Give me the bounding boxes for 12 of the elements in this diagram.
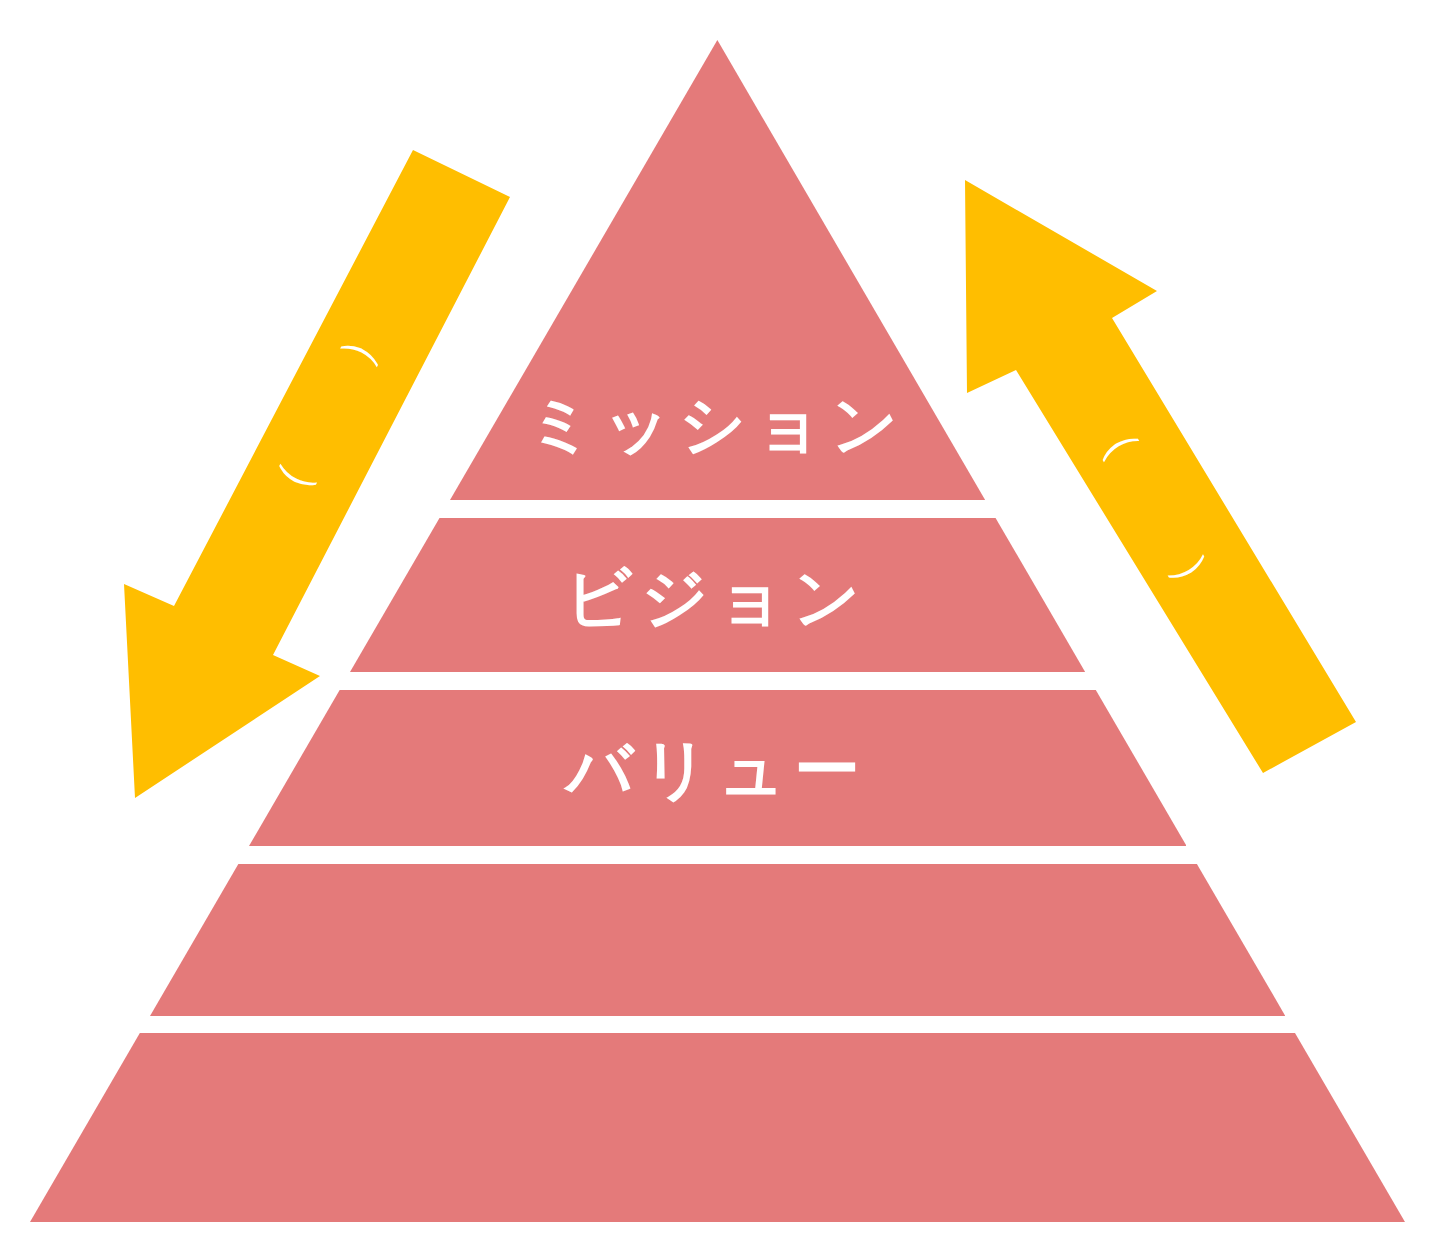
parenthesis-mark: ）: [1165, 544, 1231, 610]
parenthesis-mark: （: [1084, 402, 1150, 468]
tier-label: バリュー: [248, 737, 1187, 803]
pyramid-band: [248, 690, 1187, 846]
tier-label: ビジョン: [564, 565, 871, 631]
tier-label: ミッション: [526, 392, 909, 458]
parenthesis-mark: ）: [262, 457, 328, 523]
pyramid-top: [449, 40, 985, 500]
pyramid-band: [349, 518, 1085, 672]
parenthesis-mark: （: [337, 312, 403, 378]
pyramid-band: [149, 864, 1286, 1016]
pyramid-band: [30, 1033, 1405, 1222]
